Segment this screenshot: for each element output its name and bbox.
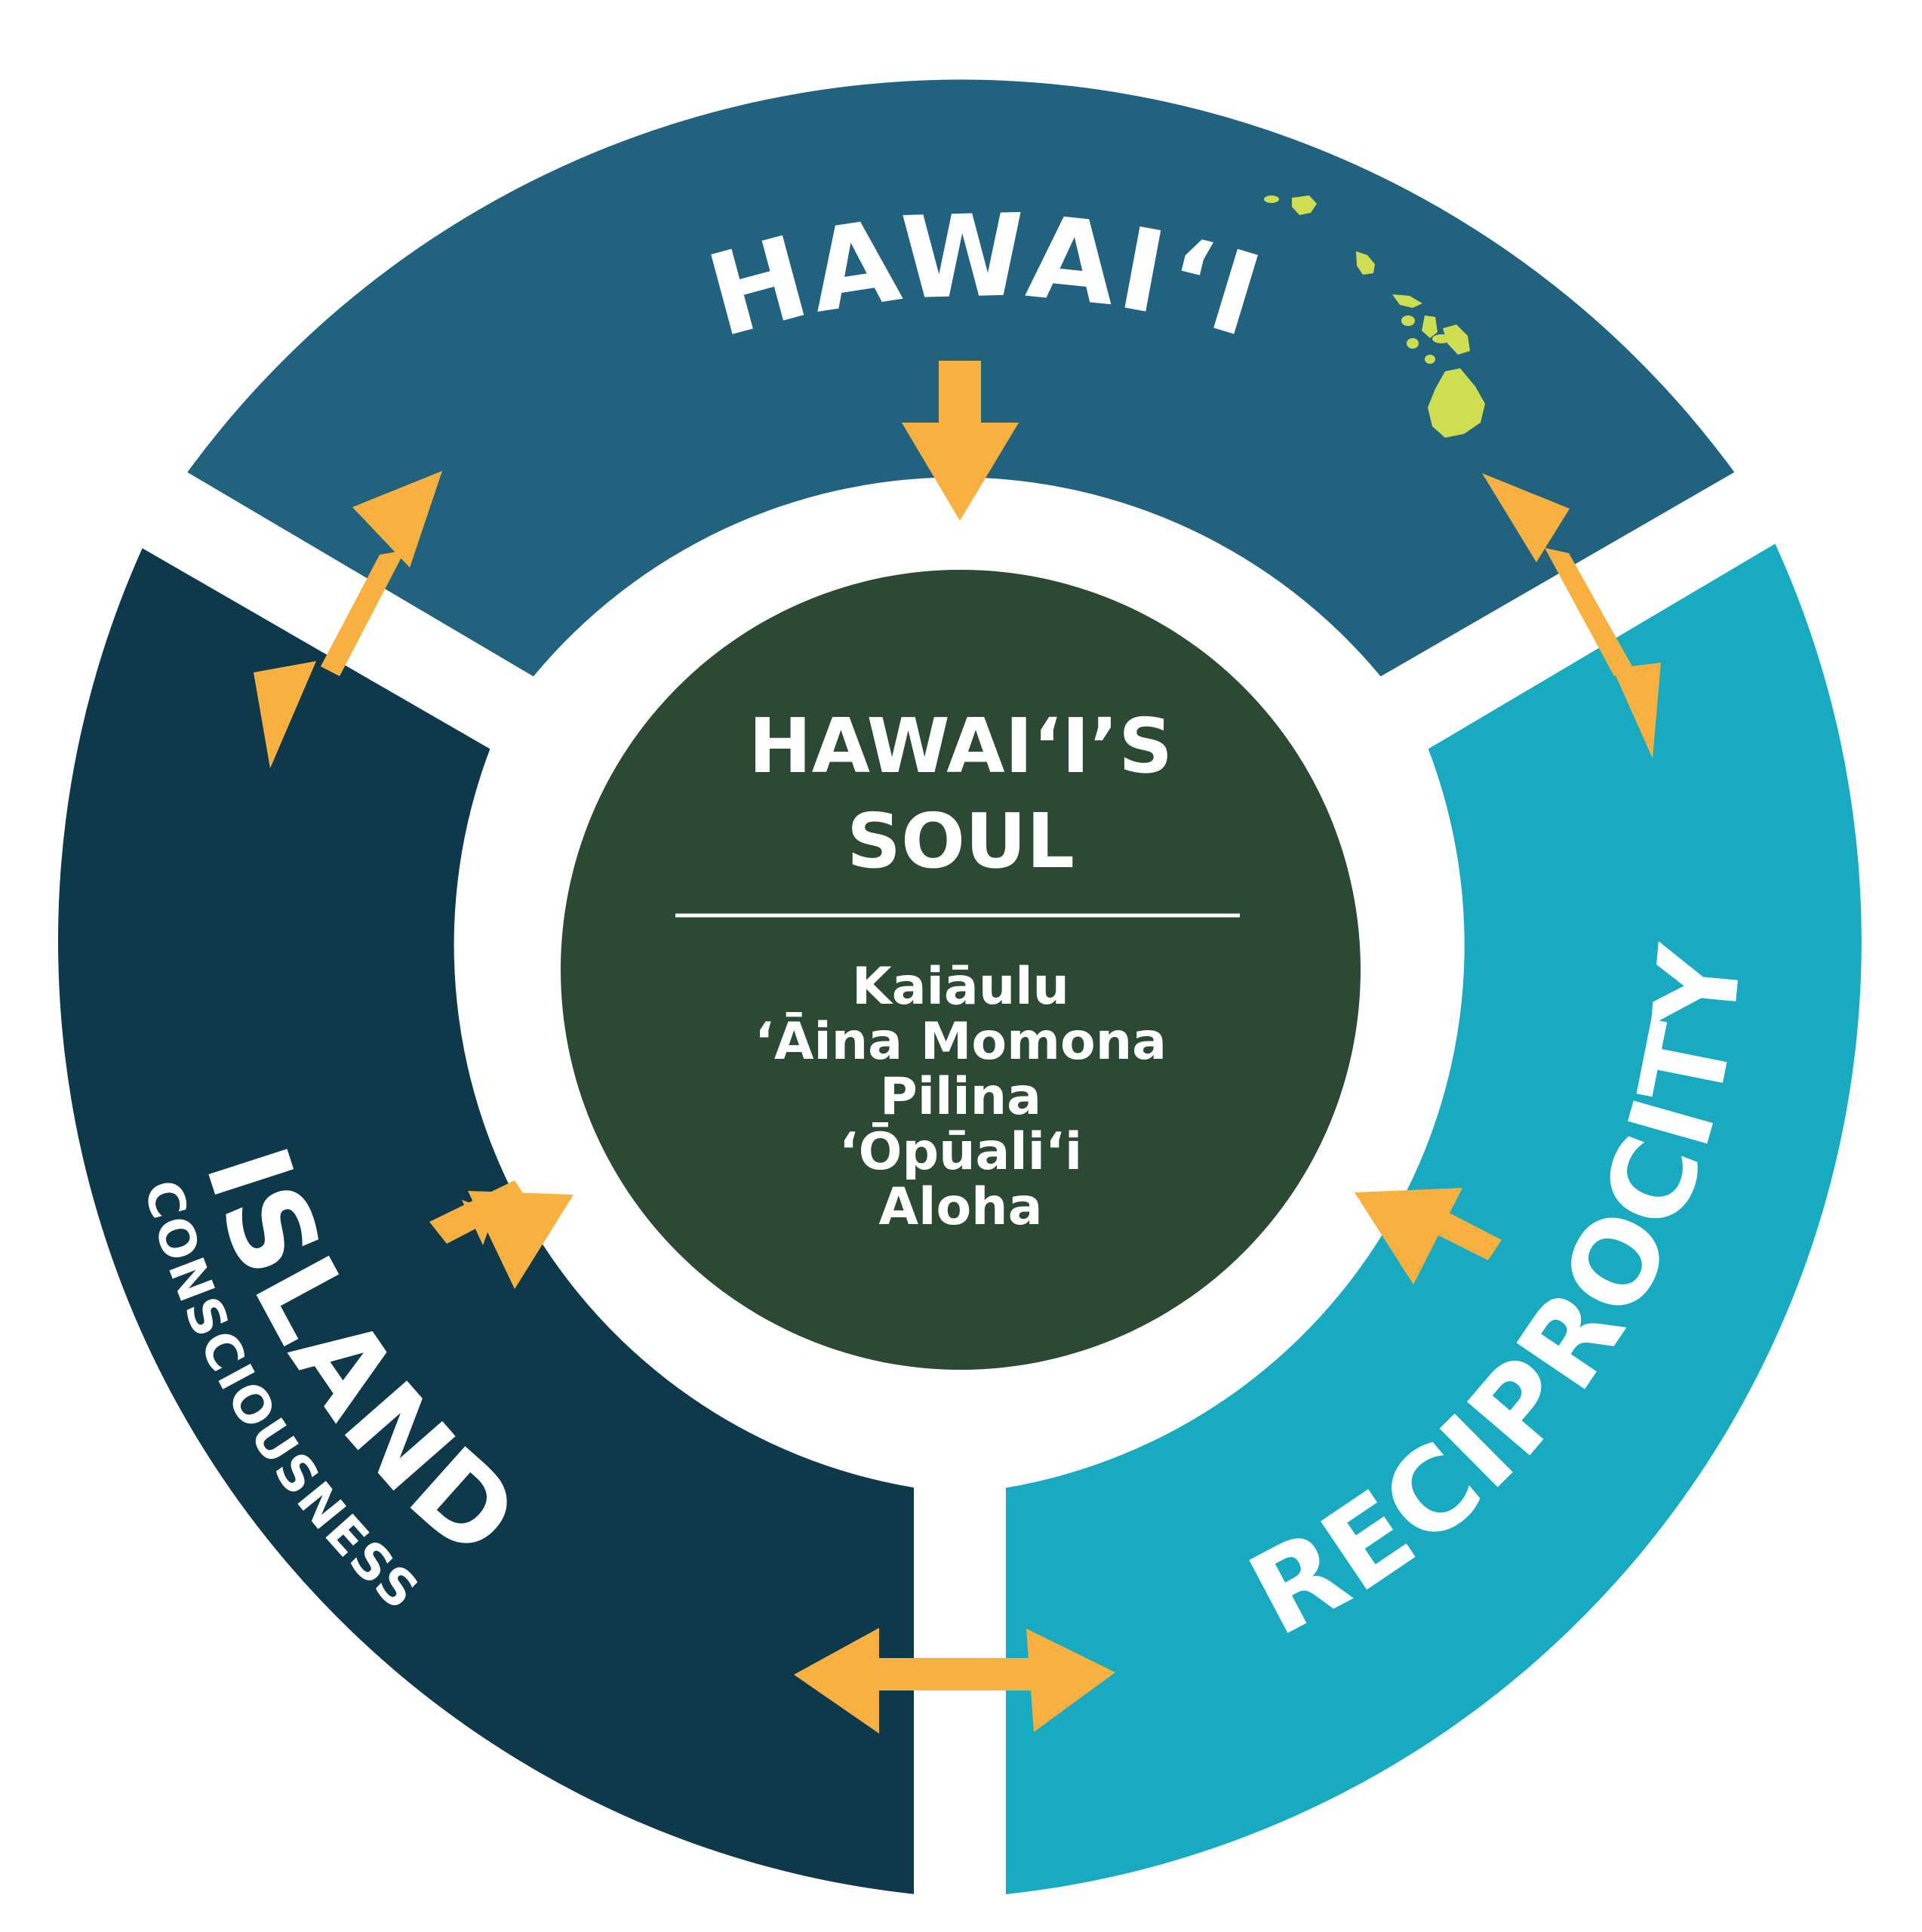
arrow-bottom-double: [794, 1628, 1115, 1734]
center-value-item: Kaiāulu: [852, 957, 1069, 1017]
arrow-top-down: [902, 361, 1019, 521]
center-value-item: Aloha: [879, 1177, 1043, 1237]
hawaiian-islands-map-icon: [1264, 195, 1485, 438]
center-value-item: Pilina: [880, 1067, 1041, 1127]
center-value-item: ʻĀina Momona: [755, 1012, 1167, 1072]
arrow-right-inward: [1355, 1188, 1502, 1284]
arrow-left-double: [254, 471, 442, 768]
center-title-line1: HAWAIʻI’S: [749, 702, 1173, 790]
center-value-item: ʻŌpūaliʻi: [839, 1122, 1082, 1182]
arrow-left-inward: [429, 1180, 574, 1289]
center-title-line2: SOUL: [847, 797, 1075, 885]
center-circle: [561, 570, 1361, 1370]
arrow-right-double: [1482, 473, 1661, 758]
